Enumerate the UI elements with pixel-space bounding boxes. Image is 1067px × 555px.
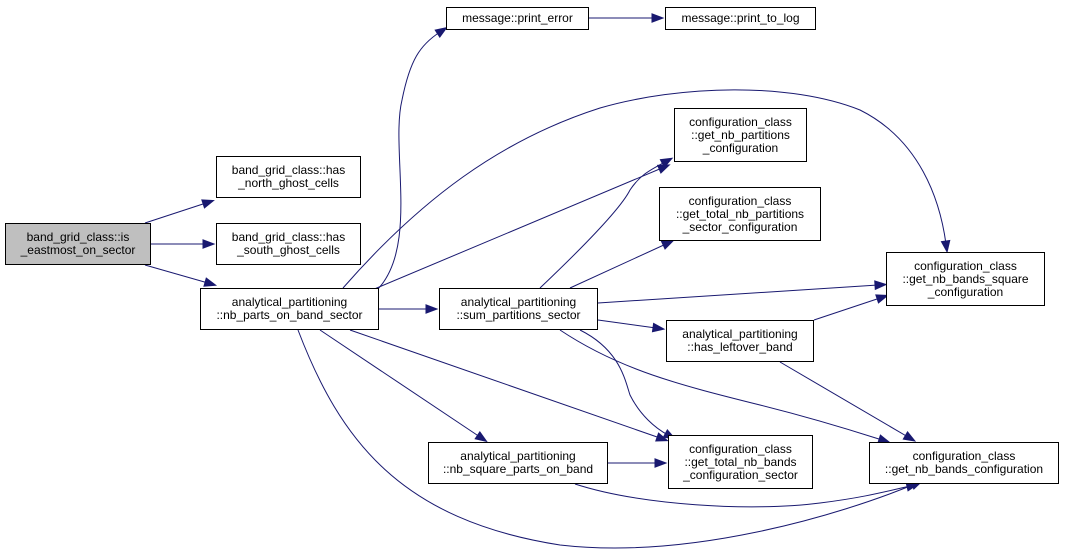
edge-sumpart-to-getsquare: [597, 284, 879, 304]
node-label-line: ::get_nb_partitions: [691, 127, 790, 142]
node-nbparts[interactable]: analytical_partitioning::nb_parts_on_ban…: [200, 288, 379, 330]
edge-root-to-nbparts: [144, 264, 209, 284]
edge-nbparts-to-getbands: [297, 329, 916, 549]
arrowhead-sqparts-to-totalbands: [654, 458, 668, 468]
node-label-line: ::get_nb_bands_configuration: [884, 462, 1044, 476]
node-printerr[interactable]: message::print_error: [446, 7, 589, 30]
arrowhead-leftover-to-getsquare: [875, 294, 889, 304]
edge-nbparts-to-printerr: [374, 31, 441, 293]
node-label-line: _configuration_sector: [683, 467, 798, 482]
arrowhead-root-to-nbparts: [203, 277, 218, 287]
node-sumpart[interactable]: analytical_partitioning::sum_partitions_…: [439, 288, 598, 330]
node-label-line: configuration_class: [689, 114, 792, 129]
node-root: band_grid_class::is_eastmost_on_sector: [5, 223, 151, 265]
edge-leftover-to-getsquare: [813, 297, 881, 321]
node-label-line: _north_ghost_cells: [238, 176, 339, 190]
node-label-line: message::print_to_log: [681, 11, 800, 25]
edge-sumpart-to-getnbpart: [539, 161, 666, 289]
node-label-line: analytical_partitioning: [460, 449, 576, 463]
arrowhead-sumpart-to-gettotal: [660, 240, 675, 250]
node-label-line: configuration_class: [688, 193, 792, 208]
node-label-line: analytical_partitioning: [682, 327, 798, 341]
node-label-line: _sector_configuration: [682, 219, 798, 234]
edge-nbparts-to-sqparts: [319, 329, 481, 438]
node-label-line: analytical_partitioning: [460, 295, 577, 309]
node-label-line: configuration_class: [689, 441, 792, 456]
node-totalbands[interactable]: configuration_class::get_total_nb_bands_…: [668, 435, 813, 489]
arrowhead-printerr-to-printlog: [651, 13, 665, 23]
edge-nbparts-to-totalbands: [349, 329, 661, 439]
edge-sqparts-to-getbands: [574, 483, 911, 508]
node-label-line: _eastmost_on_sector: [20, 243, 136, 257]
edge-sumpart-to-getbands: [559, 329, 883, 441]
node-label-line: ::get_nb_bands_square: [902, 271, 1029, 286]
edge-nbparts-to-getsquare: [342, 89, 947, 289]
node-label-line: configuration_class: [914, 258, 1017, 273]
node-label-line: band_grid_class::is: [26, 230, 130, 244]
node-leftover[interactable]: analytical_partitioning::has_leftover_ba…: [666, 320, 814, 362]
node-sqparts[interactable]: analytical_partitioning::nb_square_parts…: [428, 442, 608, 484]
node-label-line: _south_ghost_cells: [237, 243, 340, 257]
edge-sumpart-to-leftover: [597, 319, 657, 329]
node-label-line: ::get_total_nb_partitions: [675, 206, 805, 221]
edge-leftover-to-getbands: [779, 361, 909, 438]
node-label-line: ::get_total_nb_bands: [684, 454, 797, 469]
node-label-line: _configuration: [702, 140, 779, 155]
arrowhead-nbparts-to-sumpart: [425, 304, 439, 314]
node-label-line: band_grid_class::has: [231, 163, 346, 177]
node-gettotal[interactable]: configuration_class::get_total_nb_partit…: [659, 187, 821, 241]
arrowhead-nbparts-to-sqparts: [474, 430, 488, 443]
arrowhead-sumpart-to-leftover: [651, 322, 666, 333]
edge-sumpart-to-gettotal: [569, 243, 667, 289]
node-label-line: ::nb_parts_on_band_sector: [216, 308, 363, 322]
arrowhead-root-to-north: [201, 199, 215, 209]
node-label-line: ::nb_square_parts_on_band: [442, 462, 594, 476]
node-south[interactable]: band_grid_class::has_south_ghost_cells: [216, 223, 361, 265]
arrowhead-sumpart-to-getnbpart: [659, 157, 674, 168]
arrowhead-nbparts-to-printerr: [434, 26, 448, 39]
node-getnbpart[interactable]: configuration_class::get_nb_partitions_c…: [674, 108, 807, 162]
node-label-line: configuration_class: [912, 449, 1016, 463]
edge-nbparts-to-getnbpart: [371, 167, 663, 291]
node-label-line: ::sum_partitions_sector: [456, 308, 581, 322]
edge-sumpart-to-totalbands: [579, 329, 669, 436]
edge-root-to-north: [144, 202, 207, 224]
node-label-line: analytical_partitioning: [231, 295, 348, 309]
node-label-line: ::has_leftover_band: [687, 340, 793, 354]
node-label-line: band_grid_class::has: [231, 230, 346, 244]
node-label-line: message::print_error: [462, 11, 573, 25]
node-north[interactable]: band_grid_class::has_north_ghost_cells: [216, 156, 361, 198]
arrowhead-nbparts-to-getsquare: [940, 239, 951, 254]
node-label-line: _configuration: [927, 284, 1004, 299]
arrowhead-sumpart-to-getsquare: [874, 280, 888, 291]
node-printlog[interactable]: message::print_to_log: [665, 7, 816, 30]
node-getbands[interactable]: configuration_class::get_nb_bands_config…: [869, 442, 1059, 484]
arrowhead-root-to-south: [202, 239, 216, 249]
node-getsquare[interactable]: configuration_class::get_nb_bands_square…: [886, 252, 1045, 306]
arrowhead-leftover-to-getbands: [902, 430, 917, 442]
